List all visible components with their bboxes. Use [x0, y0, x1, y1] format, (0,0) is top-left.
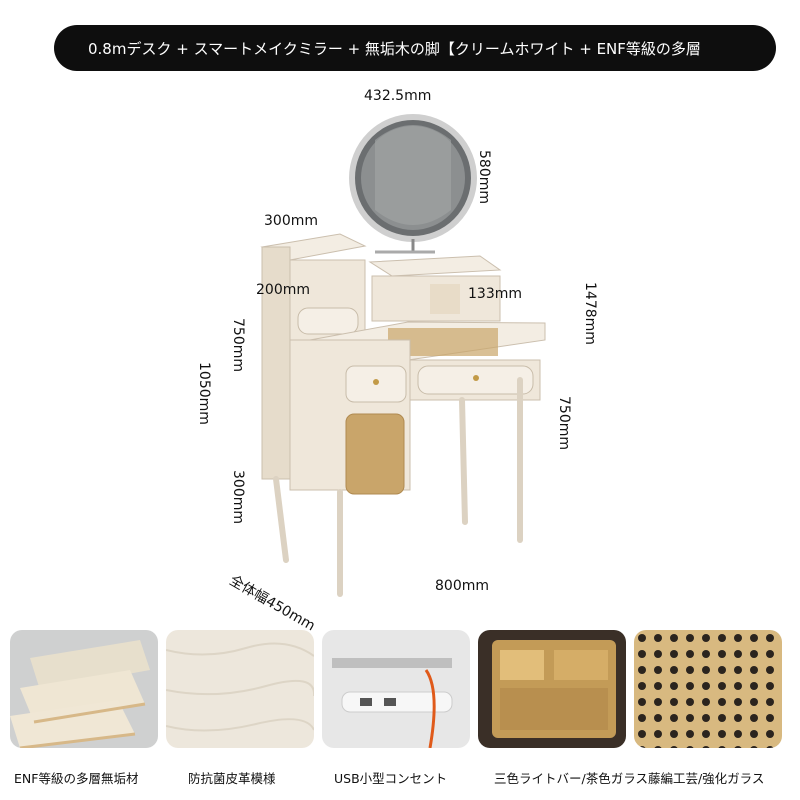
- upper-organizer: [368, 255, 502, 322]
- caption-leather: 防抗菌皮革模様: [188, 771, 276, 786]
- mirror: [349, 114, 477, 254]
- dim-desk-height: 750mm: [556, 396, 572, 450]
- dim-shelf-height: 133mm: [468, 286, 522, 302]
- thumb-leather: [166, 630, 314, 748]
- dim-mirror-width: 432.5mm: [364, 88, 432, 104]
- thumb-drawer-light: [478, 630, 626, 748]
- thumb-plywood: [10, 630, 158, 748]
- dim-leg-height: 300mm: [230, 470, 246, 524]
- caption-usb: USB小型コンセント: [334, 771, 448, 786]
- left-cabinet: [289, 339, 411, 495]
- feature-thumbnails: [10, 630, 790, 750]
- banner-text: 0.8mデスク + スマートメイクミラー + 無垢木の脚【クリームホワイト + …: [88, 39, 701, 58]
- dim-total-height: 1478mm: [582, 282, 598, 345]
- vanity-illustration: [260, 114, 546, 597]
- dim-cabinet-height: 750mm: [230, 318, 246, 372]
- caption-plywood: ENF等級の多層無垢材: [14, 771, 139, 786]
- dim-overall-height: 1050mm: [196, 362, 212, 425]
- caption-lighting: 三色ライトバー/茶色ガラス藤編工芸/強化ガラス: [494, 771, 765, 786]
- dim-width: 800mm: [435, 578, 489, 594]
- dim-shelf-depth: 200mm: [256, 282, 310, 298]
- dim-shelf-width: 300mm: [264, 213, 318, 229]
- product-title-banner: 0.8mデスク + スマートメイクミラー + 無垢木の脚【クリームホワイト + …: [54, 25, 776, 71]
- thumb-usb-outlet: [322, 630, 470, 748]
- legs: [273, 377, 523, 597]
- dim-mirror-height: 580mm: [476, 150, 492, 204]
- thumb-rattan: [634, 630, 782, 748]
